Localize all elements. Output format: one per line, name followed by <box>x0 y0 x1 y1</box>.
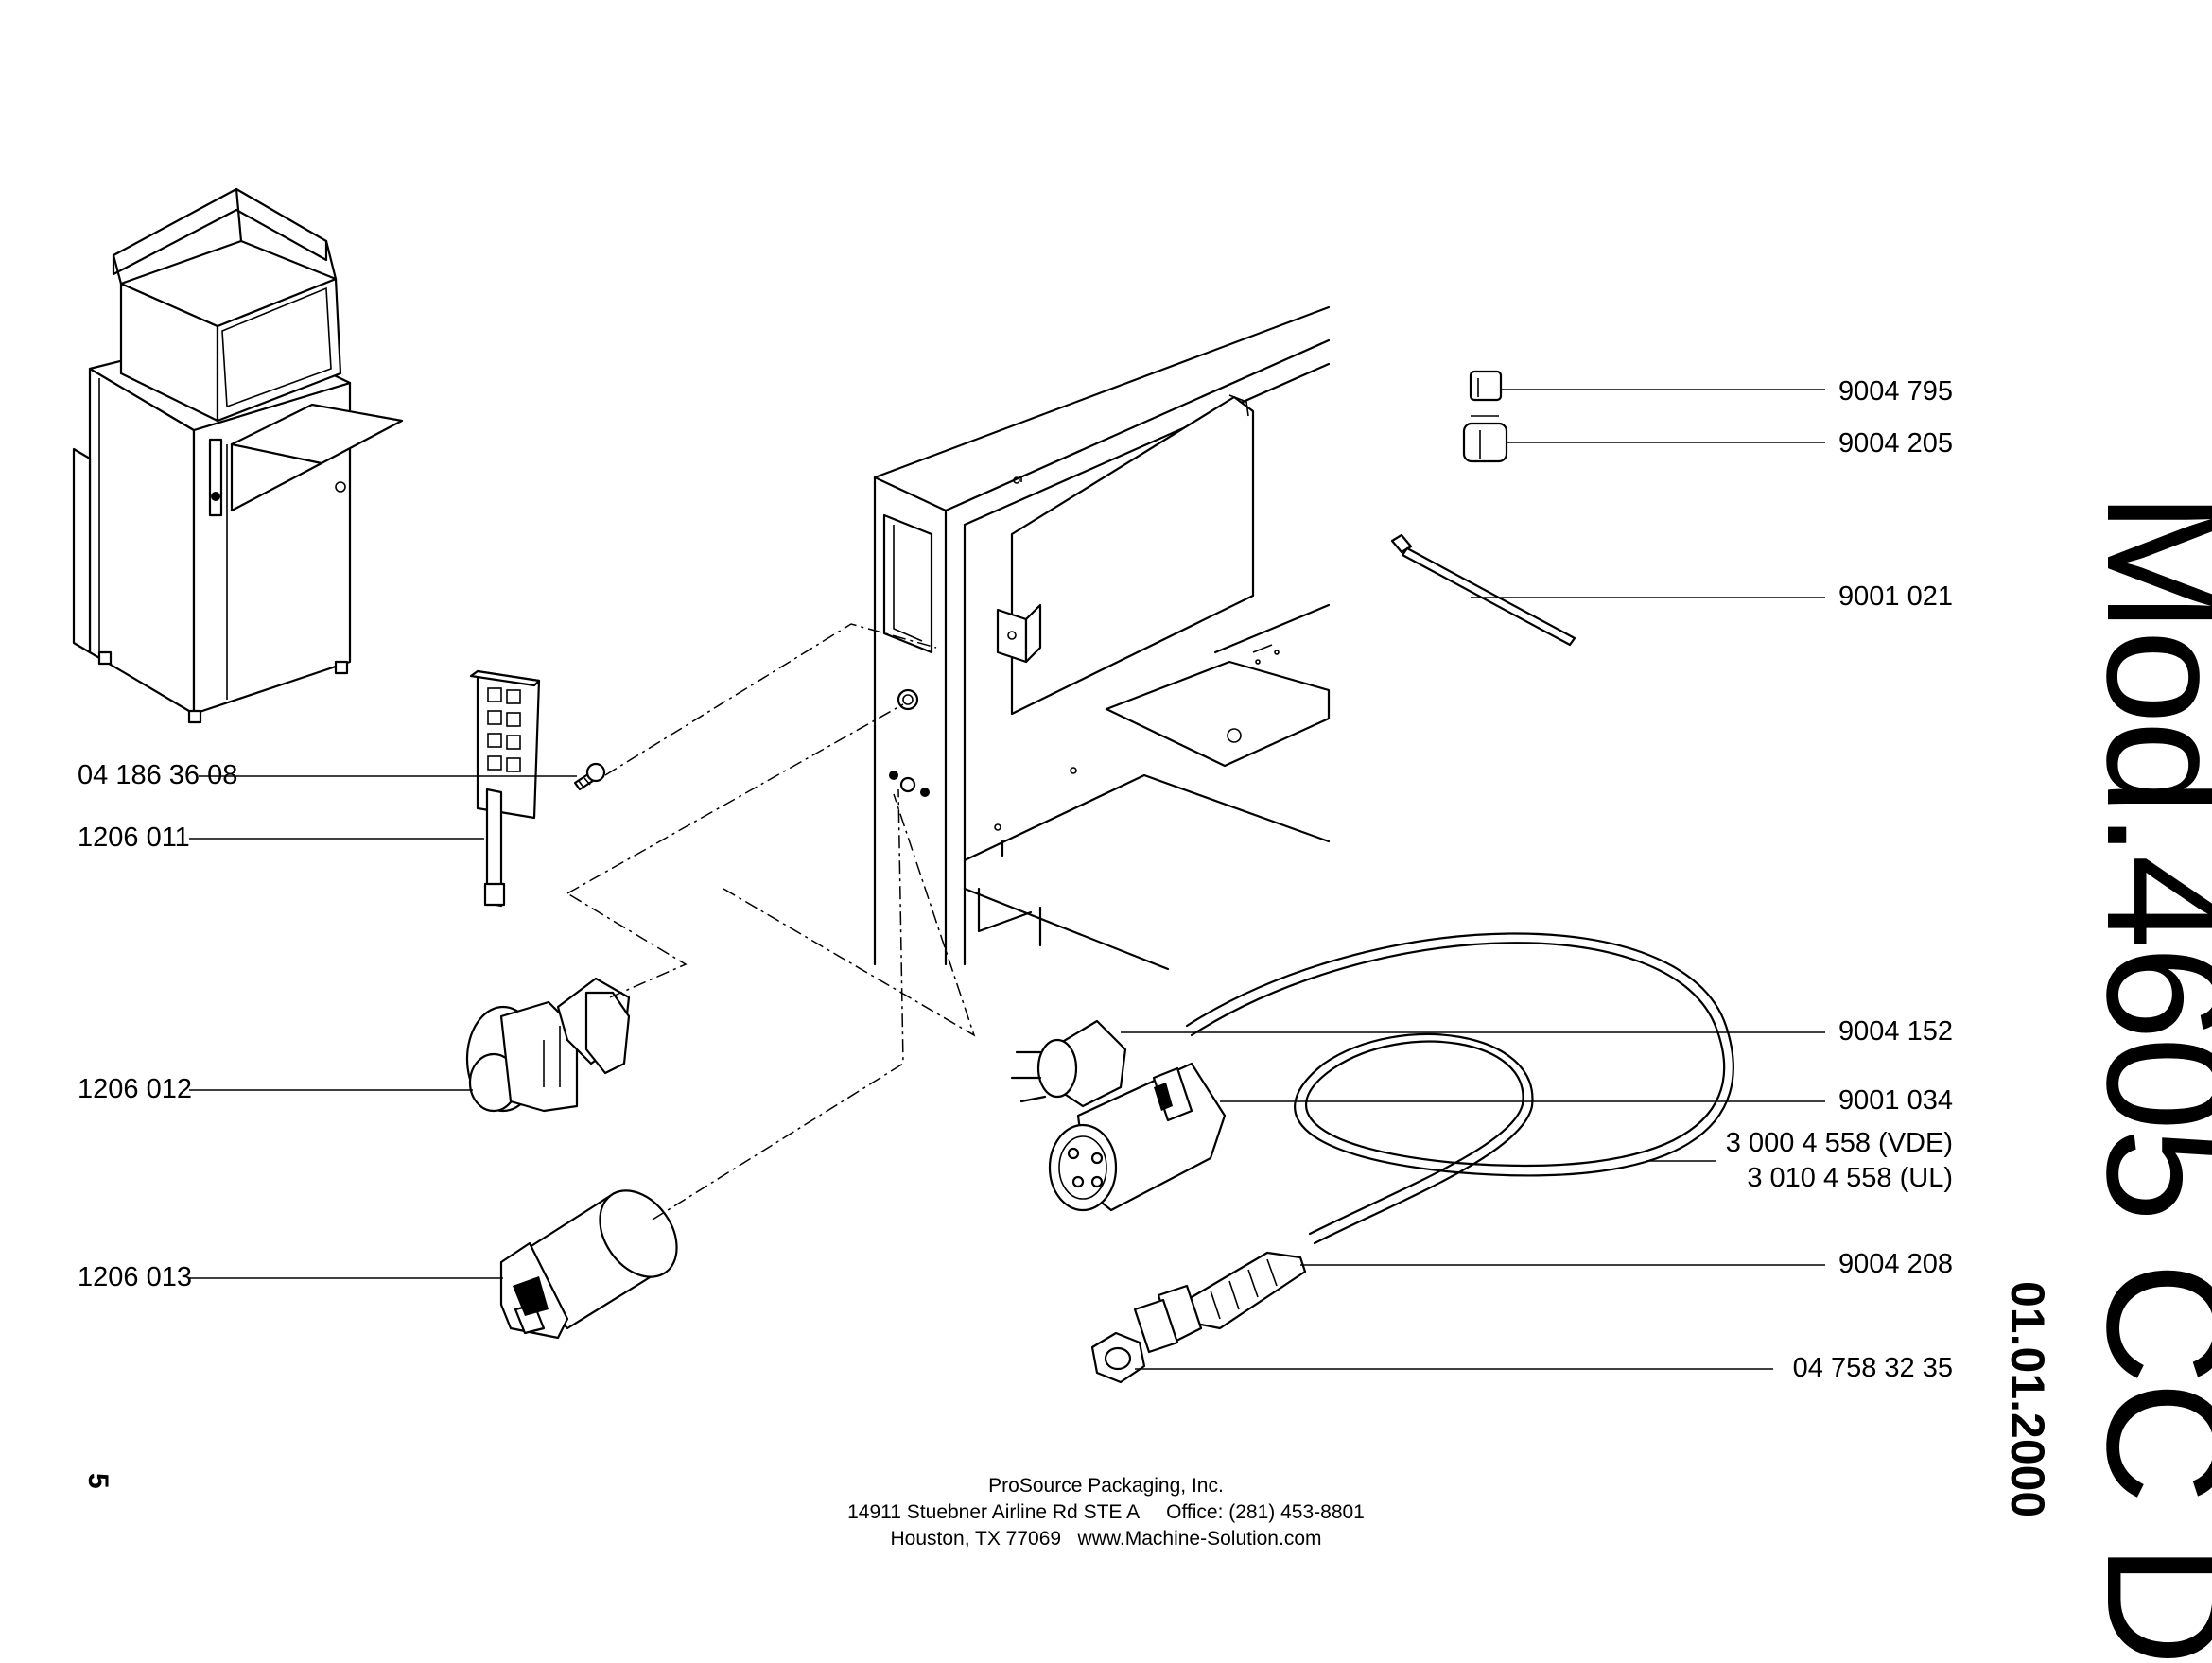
strain-relief-gland-illustration <box>1133 1251 1307 1354</box>
lock-nut-illustration <box>1090 1331 1146 1384</box>
plug-small-illustration <box>1010 1019 1127 1108</box>
part-label-04-758-32-35: 04 758 32 35 <box>1792 1353 1953 1383</box>
rotary-switch-illustration <box>465 977 631 1113</box>
part-label-9004-152: 9004 152 <box>1838 1016 1953 1047</box>
leader-lines <box>189 389 1825 1370</box>
plug-large-illustration <box>1048 1062 1227 1212</box>
machine-frame-illustration <box>873 305 1331 971</box>
footer-address: 14911 Stuebner Airline Rd STE A Office: … <box>847 1501 1365 1523</box>
part-label-9004-795: 9004 795 <box>1838 376 1953 407</box>
power-cable-illustration <box>1185 932 1734 1245</box>
part-label-9001-034: 9001 034 <box>1838 1085 1953 1116</box>
footer: ProSource Packaging, Inc. 14911 Stuebner… <box>0 1473 2212 1552</box>
cable-clip-large-illustration <box>1462 415 1508 463</box>
cable-tie-illustration <box>1390 533 1576 647</box>
part-label-3-010-4-558-ul: 3 010 4 558 (UL) <box>1747 1163 1953 1193</box>
membrane-keypad-illustration <box>469 669 541 908</box>
part-label-3-000-4-558-vde: 3 000 4 558 (VDE) <box>1725 1128 1953 1158</box>
part-label-1206-011: 1206 011 <box>78 823 190 853</box>
title-block: Mod.4605 CC D 01.01.2000 <box>1967 492 2212 1663</box>
switch-module-illustration <box>499 1189 678 1340</box>
part-label-1206-013: 1206 013 <box>78 1262 192 1292</box>
cable-clip-small-illustration <box>1469 370 1503 402</box>
part-label-9001-021: 9001 021 <box>1838 581 1953 612</box>
part-label-9004-205: 9004 205 <box>1838 428 1953 459</box>
assembly-dashed-lines <box>566 623 976 1221</box>
machine-overview-illustration <box>72 187 404 724</box>
footer-city: Houston, TX 77069 www.Machine-Solution.c… <box>890 1528 1322 1550</box>
part-label-04-186-36-08: 04 186 36 08 <box>78 760 238 790</box>
footer-company: ProSource Packaging, Inc. <box>988 1475 1224 1497</box>
part-label-9004-208: 9004 208 <box>1838 1249 1953 1279</box>
parts-diagram-sheet: 04 186 36 08 1206 011 1206 012 1206 013 … <box>0 187 2212 1663</box>
exploded-view-drawing <box>72 187 1825 1384</box>
screw-illustration <box>573 762 606 791</box>
part-label-1206-012: 1206 012 <box>78 1074 192 1104</box>
